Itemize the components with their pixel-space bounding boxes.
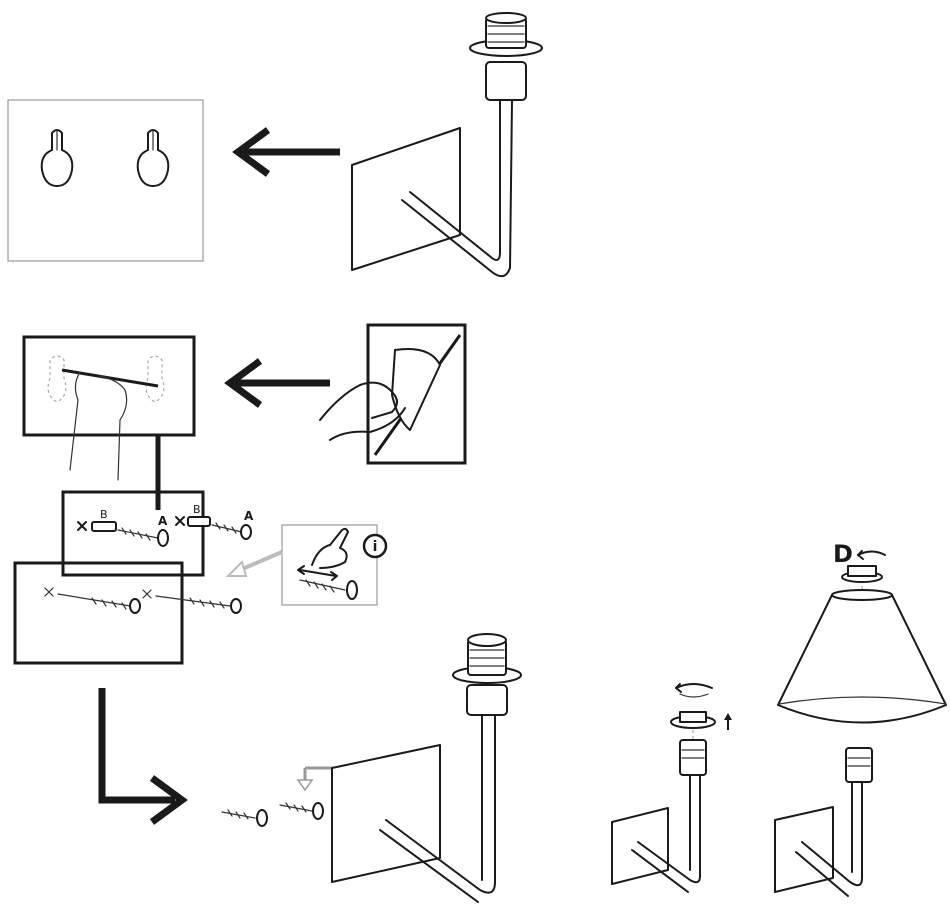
wall-lamp-illustration: [331, 633, 522, 903]
lamp-shade: [777, 589, 947, 724]
rotate-icon: [675, 683, 713, 698]
step-3-wall-panel: [13, 561, 242, 665]
screw-a: A: [211, 509, 254, 540]
up-arrow-icon: [724, 713, 732, 730]
step-1-template-panel: [7, 99, 204, 262]
keyhole-slot-icon: [40, 129, 74, 187]
rotate-icon: [857, 550, 886, 560]
lamp-with-shade: D: [774, 540, 947, 897]
screw-detail-panel: i: [281, 524, 388, 606]
wall-plug-b: B: [175, 503, 211, 527]
down-right-arrow-icon: [98, 688, 188, 825]
wall-lamp-illustration: [351, 12, 543, 278]
lamp-ring-removal: [611, 683, 732, 893]
mounted-screws: [221, 802, 324, 827]
anchor-label: B: [193, 503, 201, 516]
pencil-marking-icon: [47, 355, 165, 481]
left-arrow-icon: [232, 127, 340, 177]
step-2-marking-panel: [22, 335, 196, 481]
screw-label: A: [244, 509, 254, 523]
screw-a: A: [117, 514, 169, 547]
screw-label: A: [158, 514, 168, 528]
shade-ring-label: D: [833, 540, 853, 568]
anchor-label: B: [100, 508, 108, 521]
wall-plug-b: B: [77, 508, 117, 532]
detail-pointer-arrow: [225, 550, 283, 577]
left-arrow-icon: [224, 358, 330, 408]
peel-sticker-icon: [319, 323, 467, 465]
info-icon: i: [362, 533, 388, 559]
keyhole-slot-icon: [136, 129, 170, 187]
step-3-plugs-panel: B A B A: [61, 490, 254, 577]
info-label: i: [373, 539, 378, 555]
